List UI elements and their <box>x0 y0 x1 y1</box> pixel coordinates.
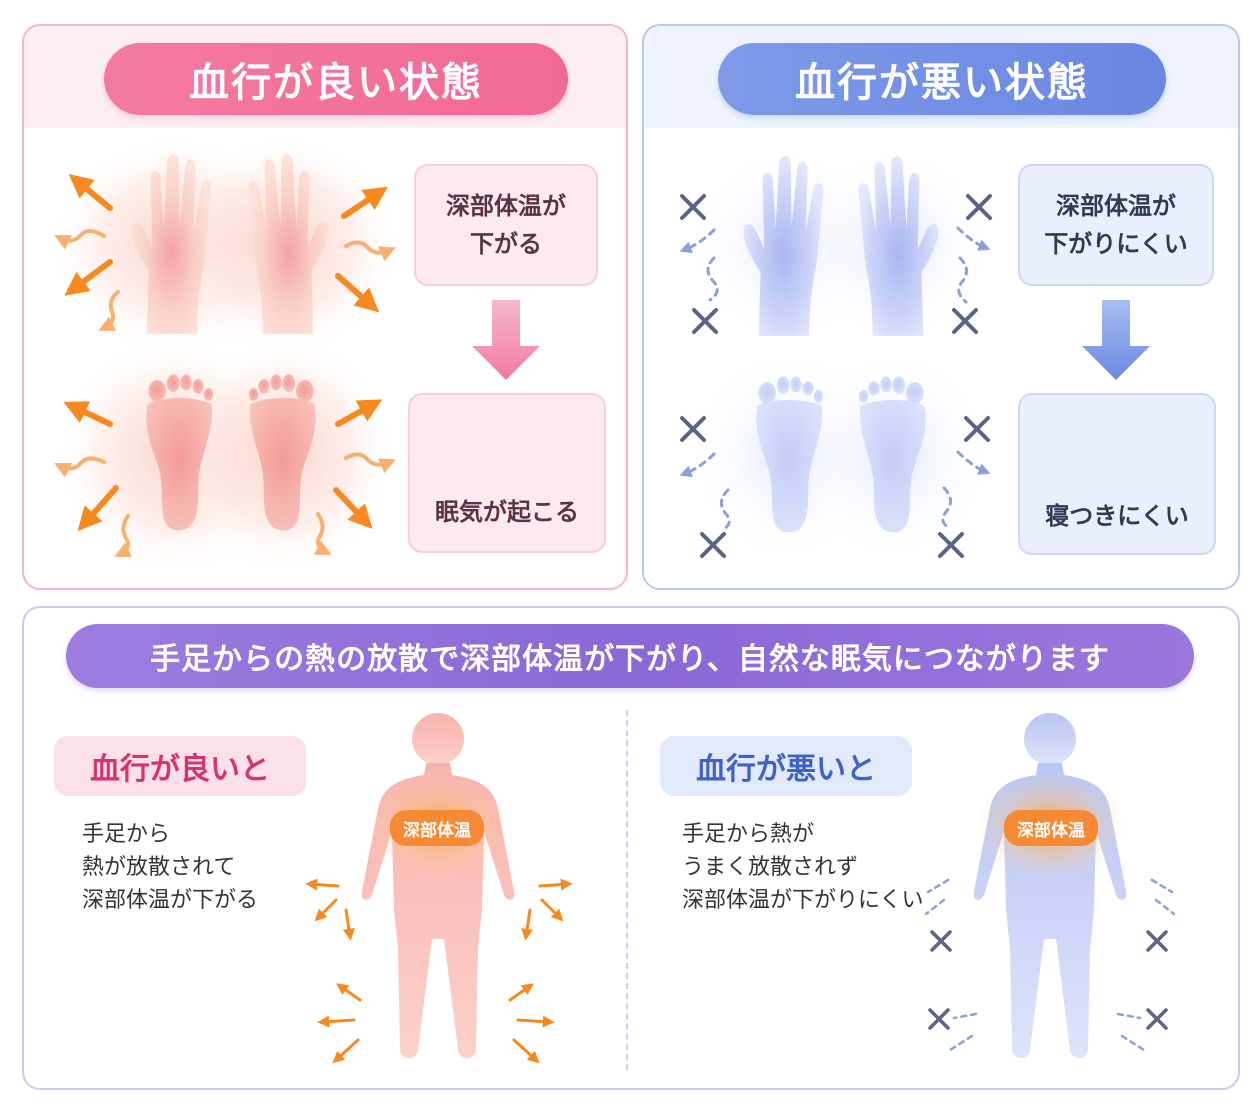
weak-heat-wave <box>956 226 991 251</box>
cross-icon <box>966 194 992 220</box>
bad-desc-line-1: 手足から熱が <box>682 822 815 847</box>
heat-arrow <box>516 1015 555 1028</box>
heat-arrow <box>305 878 340 891</box>
cross-icon <box>692 308 718 334</box>
good-sleep-label: 眠気が起こる <box>435 498 579 526</box>
weak-heat-wave <box>924 898 946 916</box>
weak-heat-wave <box>1116 1012 1142 1020</box>
heat-wave <box>98 290 120 331</box>
good-state-title: 血行が良い状態 <box>104 43 568 115</box>
core-temp-tag-warm: 深部体温 <box>390 810 484 846</box>
weak-heat-wave <box>952 1012 978 1020</box>
heat-arrow <box>77 485 119 532</box>
heat-arrow <box>508 983 534 1002</box>
weak-heat-wave <box>1120 1034 1146 1052</box>
bad-temp-box: 深部体温が 下がりにくい <box>1018 164 1214 286</box>
good-circulation-heading: 血行が良いと <box>54 736 306 796</box>
heat-arrow <box>342 908 355 941</box>
weak-heat-wave <box>941 486 952 530</box>
heat-arrow <box>521 908 534 941</box>
weak-heat-wave <box>926 878 950 894</box>
weak-heat-wave <box>1154 898 1176 916</box>
bad-circulation-description: 手足から熱が うまく放散されず 深部体温が下がりにくい <box>682 818 924 917</box>
heat-arrow <box>333 487 373 530</box>
bad-desc-line-2: うまく放散されず <box>682 855 859 880</box>
body-silhouette-cool <box>973 713 1127 1058</box>
heat-wave <box>114 514 133 557</box>
cross-icon <box>1146 1008 1168 1030</box>
heat-wave <box>54 456 106 478</box>
weak-heat-wave <box>679 452 716 478</box>
cross-icon <box>928 1008 950 1030</box>
good-sleep-box: 眠気が起こる <box>408 393 606 553</box>
bad-desc-line-3: 深部体温が下がりにくい <box>682 888 924 913</box>
bad-sleep-box: 寝つきにくい <box>1018 393 1216 555</box>
bad-temp-line-2: 下がりにくい <box>1044 230 1188 258</box>
heat-arrow <box>512 1038 540 1064</box>
weak-heat-wave <box>706 256 719 302</box>
body-silhouette-warm <box>361 713 515 1058</box>
good-desc-line-1: 手足から <box>82 822 171 847</box>
cross-icon <box>680 416 706 442</box>
cross-icon <box>1146 930 1168 952</box>
bottom-divider <box>626 710 628 1070</box>
heat-wave <box>313 512 332 555</box>
heat-arrow <box>68 173 113 211</box>
good-desc-line-3: 深部体温が下がる <box>82 888 259 913</box>
heat-arrow <box>341 186 388 219</box>
weak-heat-wave <box>1150 878 1174 894</box>
heat-arrow <box>335 399 383 427</box>
down-arrow-icon <box>1082 300 1150 380</box>
cross-icon <box>952 308 978 334</box>
good-temp-box: 深部体温が 下がる <box>414 164 598 286</box>
cross-icon <box>680 194 706 220</box>
heat-wave <box>344 240 396 262</box>
cross-icon <box>930 930 952 952</box>
weak-heat-wave <box>956 450 991 475</box>
heat-arrow <box>64 259 113 296</box>
heat-arrow <box>336 983 362 1002</box>
heat-arrow <box>332 1038 360 1064</box>
bad-sleep-label: 寝つきにくい <box>1045 502 1189 530</box>
cross-icon <box>938 532 964 558</box>
heat-wave <box>54 229 106 250</box>
heat-arrow <box>538 878 573 891</box>
heat-arrow <box>63 401 113 427</box>
bad-state-title: 血行が悪い状態 <box>718 43 1166 115</box>
summary-banner: 手足からの熱の放散で深部体温が下がり、自然な眠気につながります <box>66 624 1194 688</box>
core-temp-tag-cool: 深部体温 <box>1004 810 1098 846</box>
heat-arrow <box>540 898 564 922</box>
good-temp-line-1: 深部体温が <box>446 192 566 220</box>
good-temp-line-2: 下がる <box>470 230 542 258</box>
down-arrow-icon <box>472 300 540 380</box>
heat-arrow <box>314 898 338 922</box>
cool-body-illustration <box>924 713 1176 1058</box>
weak-heat-wave <box>720 488 731 532</box>
cross-icon <box>700 532 726 558</box>
weak-heat-wave <box>948 1034 974 1052</box>
heat-arrow <box>335 273 380 313</box>
heat-arrow <box>317 1015 356 1028</box>
good-circulation-description: 手足から 熱が放散されて 深部体温が下がる <box>82 818 258 917</box>
warm-body-illustration <box>305 713 573 1064</box>
bad-circulation-heading: 血行が悪いと <box>660 736 912 796</box>
heat-wave <box>344 452 396 474</box>
good-hands-feet-illustration <box>50 135 400 575</box>
bad-hands-feet-illustration <box>679 145 995 565</box>
good-desc-line-2: 熱が放散されて <box>82 855 236 880</box>
cross-icon <box>964 416 990 442</box>
bad-temp-line-1: 深部体温が <box>1056 192 1176 220</box>
weak-heat-wave <box>679 228 716 254</box>
weak-heat-wave <box>957 256 968 304</box>
